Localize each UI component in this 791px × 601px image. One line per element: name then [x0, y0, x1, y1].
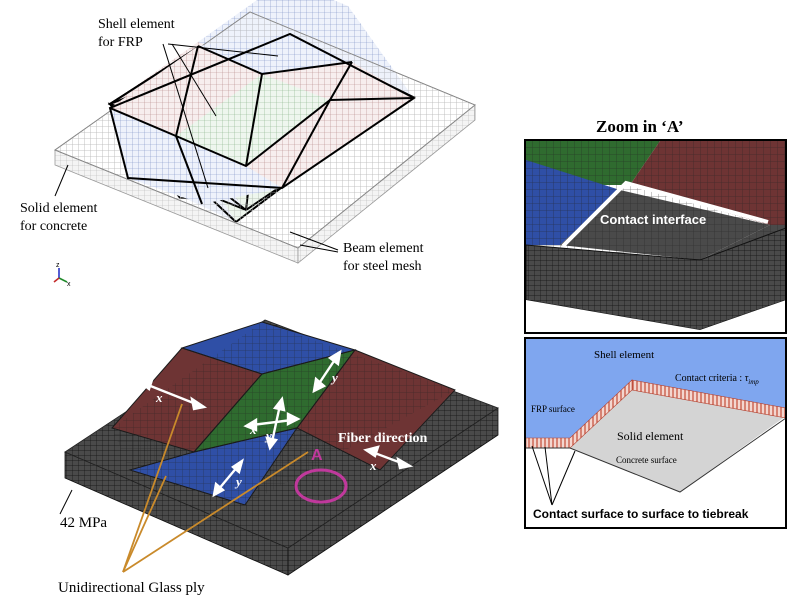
zoom-title: Zoom in ‘A’: [596, 117, 684, 136]
axis-z-label: z: [56, 262, 60, 269]
for-frp-label: for FRP: [98, 35, 143, 50]
glass-ply-pointer-lines: [122, 403, 309, 573]
solid-element-label: Solid element: [20, 201, 97, 216]
fiber-arrows: [137, 349, 414, 498]
shell-pointer-lines: [162, 43, 279, 189]
ply-y-label-bottom: y: [234, 474, 242, 489]
for-steel-mesh-label: for steel mesh: [343, 259, 422, 274]
shell-element-right-label: Shell element: [594, 349, 654, 361]
zoom-panel: Contact interface: [524, 139, 787, 334]
zoom-marker-circle: [294, 468, 348, 504]
solid-element-right-label: Solid element: [617, 429, 684, 443]
axis-x-label: x: [67, 281, 71, 288]
frp-surface-label: FRP surface: [531, 404, 575, 414]
ply-x-label-center: x: [249, 422, 257, 437]
solid-pointer-line: [54, 164, 69, 197]
contact-pointer-lines: [531, 445, 576, 506]
ply-y-label-top: y: [330, 370, 338, 385]
concrete-surface-label: Concrete surface: [616, 455, 677, 465]
axis-triad: z x: [53, 262, 71, 288]
contact-surface-tiebreak-label: Contact surface to surface to tiebreak: [533, 507, 749, 521]
shell-element-label: Shell element: [98, 17, 175, 32]
contact-detail-panel: Shell element Contact criteria : τimp FR…: [524, 337, 787, 529]
contact-criteria-label: Contact criteria : τimp: [675, 373, 759, 386]
mpa-label: 42 MPa: [60, 515, 107, 531]
contact-interface-label: Contact interface: [600, 212, 706, 227]
frp-layout-final: [54, 11, 476, 249]
beam-element-label: Beam element: [343, 241, 424, 256]
for-concrete-label: for concrete: [20, 219, 87, 234]
frp-surface-area: [526, 339, 785, 438]
mpa-pointer-line: [59, 489, 73, 515]
contact-interface-line: [561, 180, 769, 248]
fiber-direction-label: Fiber direction: [338, 431, 428, 446]
glass-ply-label: Unidirectional Glass ply: [58, 580, 205, 596]
ply-x-label-left: x: [155, 390, 163, 405]
beam-pointer-lines: [289, 231, 339, 253]
ply-x-label-right: x: [369, 458, 377, 473]
point-a-label: A: [311, 447, 323, 464]
solid-model: [64, 319, 499, 576]
concrete-surface-area: [570, 390, 785, 492]
ply-y-label-center: y: [264, 428, 272, 443]
